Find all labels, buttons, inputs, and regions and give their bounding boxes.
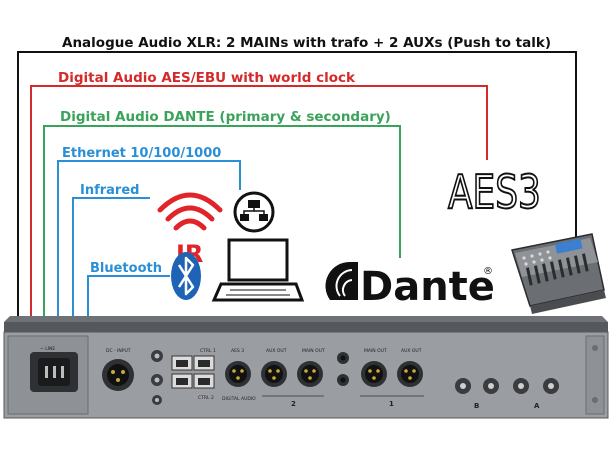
label-analogue: Analogue Audio XLR: 2 MAINs with trafo +…: [62, 35, 551, 51]
aux-out-2-connector[interactable]: [261, 361, 287, 387]
dante-registered: ®: [483, 266, 493, 277]
aux-out-1-label: AUX OUT: [401, 348, 422, 354]
bluetooth-icon: [171, 252, 201, 300]
bluetooth-line: [87, 275, 170, 322]
ethernet-ports[interactable]: [171, 355, 215, 389]
laptop-network-icon: [211, 191, 305, 302]
section-b-label: B: [474, 402, 479, 410]
dante-text: Dante: [360, 264, 495, 310]
antenna-bnc-connectors[interactable]: [455, 378, 559, 394]
aux-out-2-label: AUX OUT: [266, 348, 287, 354]
dc-input-label: DC - INPUT: [106, 348, 131, 354]
label-bluetooth: Bluetooth: [90, 261, 162, 276]
aes-line: [30, 85, 488, 322]
main-out-2-connector[interactable]: [297, 361, 323, 387]
label-ethernet: Ethernet 10/100/1000: [62, 146, 221, 161]
dante-line: [43, 125, 401, 322]
dante-logo: Dante ®: [325, 261, 495, 310]
infrared-line: [72, 197, 150, 322]
label-dante: Digital Audio DANTE (primary & secondary…: [60, 109, 391, 125]
dc-input-connector[interactable]: [102, 359, 134, 391]
headphone-jacks[interactable]: [337, 352, 349, 386]
aes3-logo: AES3: [448, 166, 541, 220]
aes3-label: AES 3: [231, 348, 244, 354]
section-1-label: 1: [389, 400, 394, 408]
ctrl2-label: CTRL 2: [198, 395, 214, 401]
mixing-console-icon: [511, 233, 606, 314]
power-label: ~ LINE: [40, 346, 55, 352]
aes3-xlr-connector[interactable]: [225, 361, 251, 387]
section-a-label: A: [534, 402, 540, 410]
section-2-label: 2: [291, 400, 296, 408]
ethernet-line: [57, 160, 241, 322]
analogue-line: [17, 51, 577, 322]
main-out-2-label: MAIN OUT: [302, 348, 325, 354]
label-aes: Digital Audio AES/EBU with world clock: [58, 70, 356, 86]
main-out-1-connector[interactable]: [361, 361, 387, 387]
rack-device-rear-panel: ~ LINE DC - INPUT CTRL 1 CTRL 2: [3, 316, 609, 419]
main-out-1-label: MAIN OUT: [364, 348, 387, 354]
power-inlet[interactable]: [30, 352, 78, 392]
label-infrared: Infrared: [80, 183, 139, 198]
aux-out-1-connector[interactable]: [397, 361, 423, 387]
ctrl1-label: CTRL 1: [200, 348, 216, 354]
wordclock-bnc[interactable]: [151, 350, 163, 405]
digital-audio-label: DIGITAL AUDIO: [222, 396, 256, 402]
